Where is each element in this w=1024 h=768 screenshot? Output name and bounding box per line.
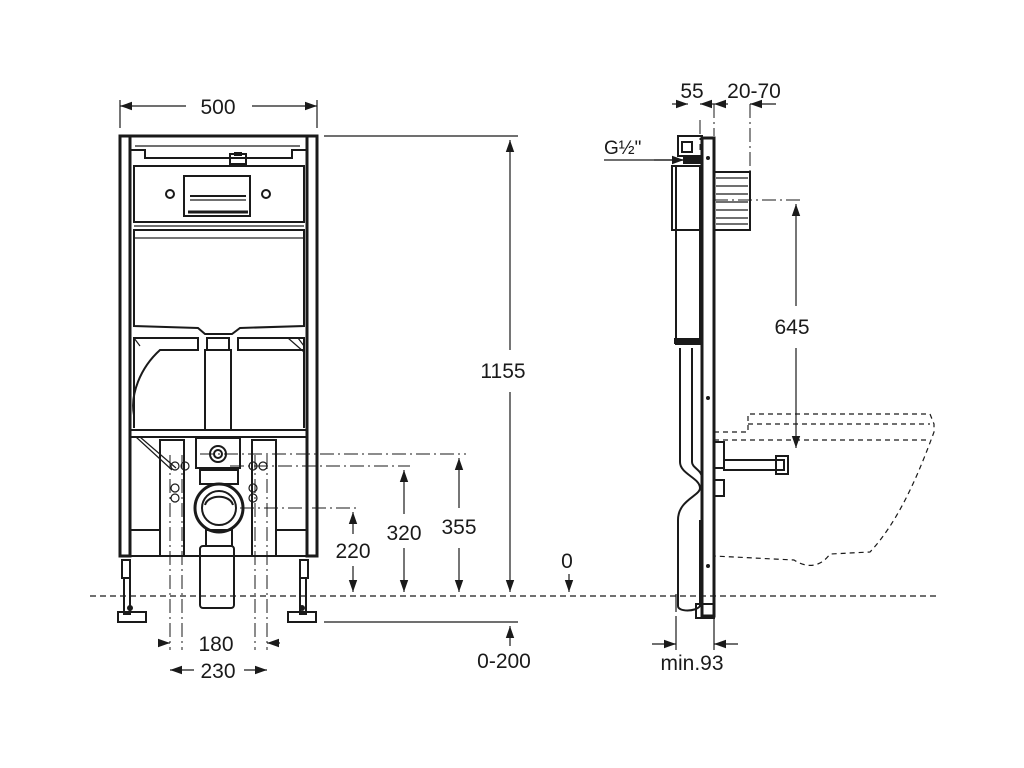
side-view	[671, 104, 935, 619]
flush-plate-opening	[183, 175, 251, 217]
dim-height-1155: 1155	[480, 360, 525, 383]
wall-hung-wc-outline	[713, 413, 935, 566]
side-cistern	[675, 165, 701, 345]
dim-height-645: 645	[774, 316, 809, 339]
cistern-top-panel	[133, 165, 305, 223]
dim-height-220: 220	[335, 540, 370, 563]
dim-width-500: 500	[200, 96, 235, 119]
cistern-body	[133, 229, 305, 335]
label-supply-thread: G½"	[604, 138, 641, 159]
dim-height-355: 355	[441, 516, 476, 539]
dim-depth-55: 55	[680, 80, 703, 103]
dim-height-320: 320	[386, 522, 421, 545]
dim-min-depth: min.93	[660, 652, 723, 675]
side-frame-post	[700, 136, 716, 618]
frame-right-post	[305, 134, 319, 558]
dim-floor-adjust: 0-200	[477, 650, 531, 673]
frame-left-post	[118, 134, 132, 558]
wall-element	[713, 171, 751, 231]
drain-pipe	[199, 545, 235, 609]
right-foot	[287, 611, 317, 623]
dim-spacing-230: 230	[200, 660, 235, 683]
dim-spacing-180: 180	[198, 633, 233, 656]
dim-wall-range: 20-70	[727, 80, 781, 103]
front-view	[117, 134, 518, 650]
dim-floor-zero: 0	[561, 550, 573, 573]
left-foot	[117, 611, 147, 623]
